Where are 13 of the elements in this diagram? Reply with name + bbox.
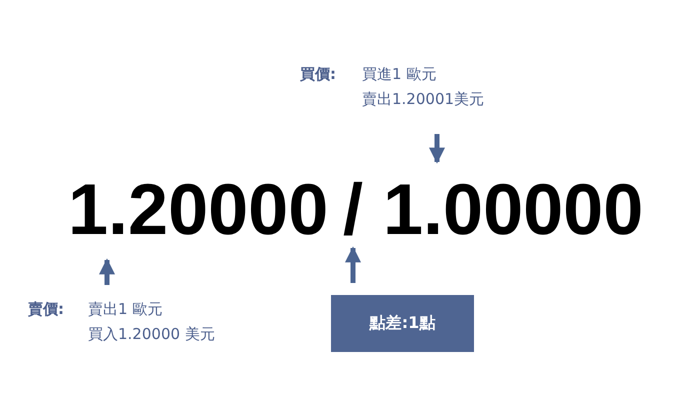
price-number: / bbox=[343, 180, 364, 240]
price-detail: 買入1.20000 美元 bbox=[88, 324, 215, 345]
arrow bbox=[429, 134, 445, 164]
price-heading: 買價: bbox=[300, 64, 336, 85]
price-number: 1.20000 bbox=[68, 180, 328, 240]
price-detail: 賣出1.20001美元 bbox=[362, 89, 484, 110]
price-detail: 買進1 歐元 bbox=[362, 64, 438, 85]
price-heading: 賣價: bbox=[28, 299, 64, 320]
price-number: 1.00000 bbox=[383, 180, 644, 240]
price-detail: 賣出1 歐元 bbox=[88, 299, 164, 320]
arrow bbox=[99, 258, 115, 285]
arrow bbox=[345, 246, 361, 283]
spread-box: 點差:1點 bbox=[331, 295, 474, 352]
